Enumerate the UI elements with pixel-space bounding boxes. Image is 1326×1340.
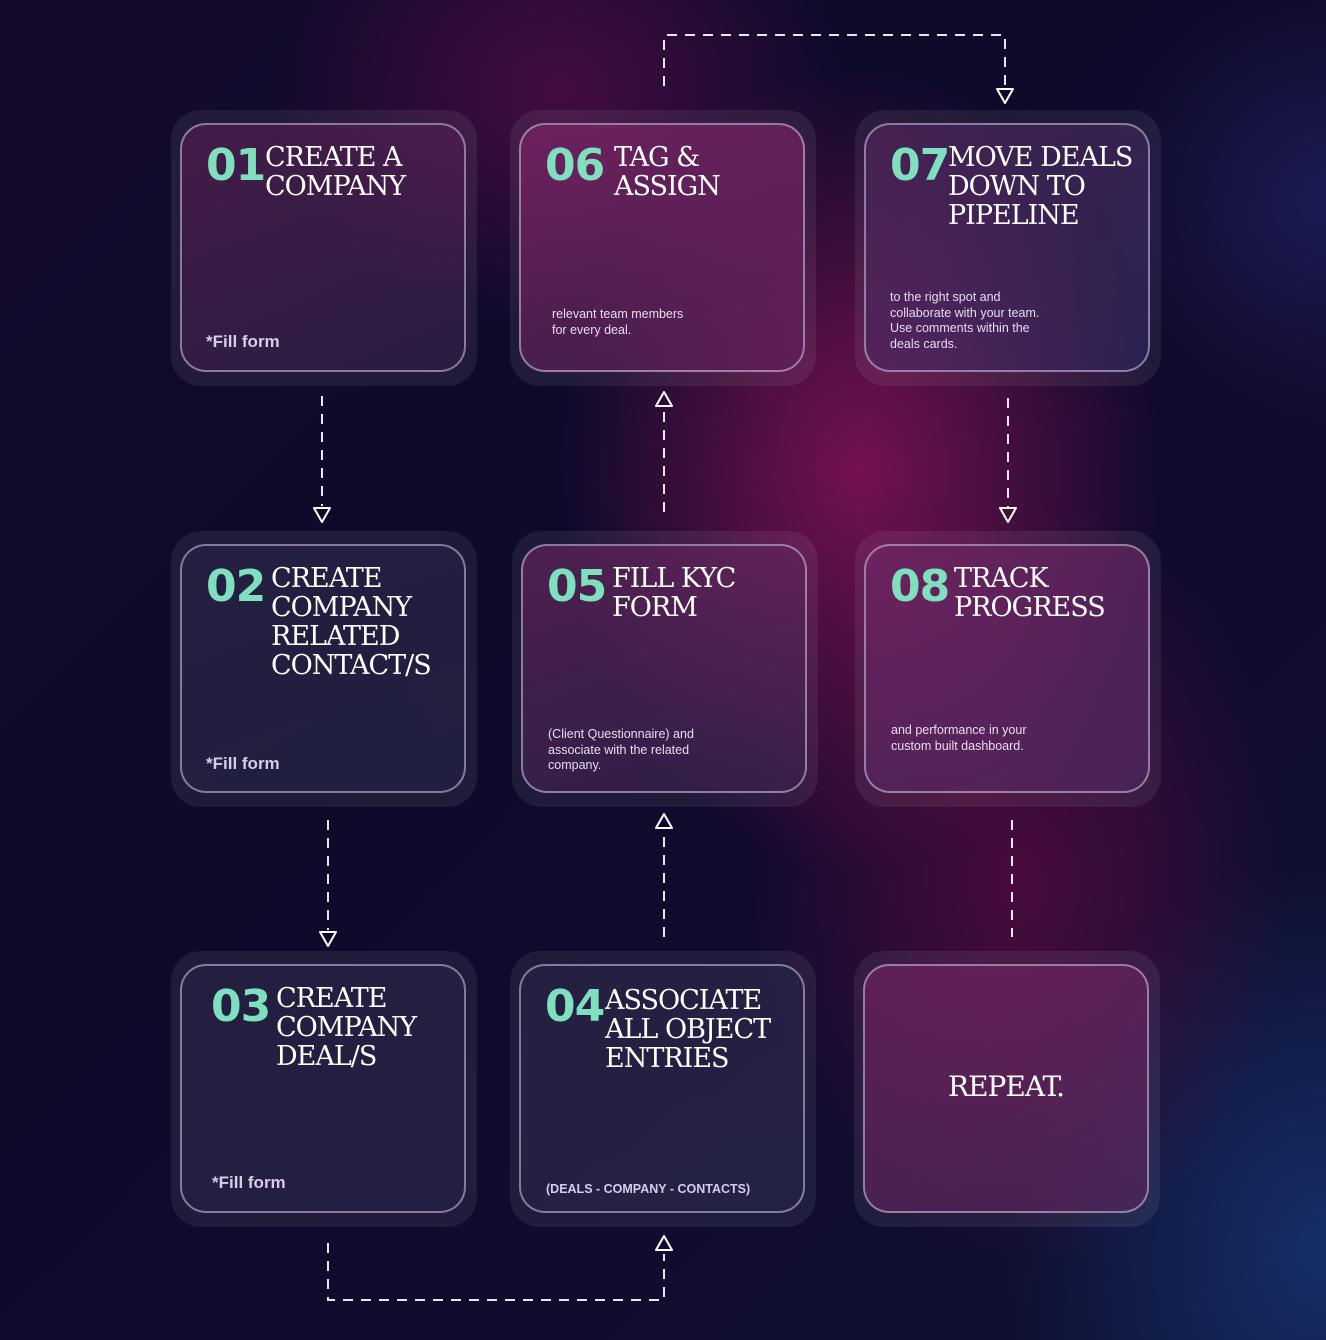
step-note: (DEALS - COMPANY - CONTACTS): [546, 1182, 751, 1196]
arrowhead-into-06: [655, 391, 673, 407]
repeat-card: REPEAT.: [854, 951, 1160, 1227]
step-number: 07: [890, 140, 950, 191]
step-card-08-inner: 08 TRACK PROGRESS and performance in you…: [864, 544, 1150, 793]
step-title: TRACK PROGRESS: [954, 563, 1106, 623]
connector-03-04: [327, 1243, 665, 1301]
step-card-04: 04 ASSOCIATE ALL OBJECT ENTRIES (DEALS -…: [510, 951, 816, 1227]
step-card-06-inner: 06 TAG & ASSIGN relevant team members fo…: [519, 123, 805, 372]
step-title: CREATE A COMPANY: [265, 142, 406, 202]
step-description: to the right spot and collaborate with y…: [890, 290, 1040, 351]
step-card-08: 08 TRACK PROGRESS and performance in you…: [855, 531, 1161, 807]
step-card-03-inner: 03 CREATE COMPANY DEAL/S *Fill form: [180, 964, 466, 1213]
step-note: *Fill form: [212, 1173, 286, 1192]
step-card-07-inner: 07 MOVE DEALS DOWN TO PIPELINE to the ri…: [864, 123, 1150, 372]
arrowhead-into-08: [999, 507, 1017, 523]
step-card-02-inner: 02 CREATE COMPANY RELATED CONTACT/S *Fil…: [180, 544, 466, 793]
step-number: 04: [545, 981, 605, 1032]
step-note: *Fill form: [206, 754, 280, 773]
step-card-01: 01 CREATE A COMPANY *Fill form: [171, 110, 477, 386]
step-card-06: 06 TAG & ASSIGN relevant team members fo…: [510, 110, 816, 386]
arrowhead-into-07: [996, 88, 1014, 104]
step-number: 08: [890, 561, 950, 612]
step-number: 03: [211, 981, 271, 1032]
step-title: TAG & ASSIGN: [614, 142, 721, 202]
step-number: 01: [206, 140, 266, 191]
step-description: and performance in your custom built das…: [891, 723, 1027, 753]
step-card-02: 02 CREATE COMPANY RELATED CONTACT/S *Fil…: [171, 531, 477, 807]
step-card-04-inner: 04 ASSOCIATE ALL OBJECT ENTRIES (DEALS -…: [519, 964, 805, 1213]
step-title: CREATE COMPANY RELATED CONTACT/S: [271, 563, 432, 681]
arrowhead-into-02: [313, 507, 331, 523]
connector-06-07: [663, 34, 1006, 88]
arrowhead-into-04: [655, 1235, 673, 1251]
step-card-01-inner: 01 CREATE A COMPANY *Fill form: [180, 123, 466, 372]
step-number: 02: [206, 561, 266, 612]
step-description: (Client Questionnaire) and associate wit…: [548, 727, 694, 772]
step-card-07: 07 MOVE DEALS DOWN TO PIPELINE to the ri…: [855, 110, 1161, 386]
step-title: ASSOCIATE ALL OBJECT ENTRIES: [605, 985, 771, 1074]
step-title: CREATE COMPANY DEAL/S: [276, 983, 417, 1072]
arrowhead-into-03: [319, 931, 337, 947]
step-card-05: 05 FILL KYC FORM (Client Questionnaire) …: [512, 531, 818, 807]
step-note: *Fill form: [206, 332, 280, 351]
step-card-05-inner: 05 FILL KYC FORM (Client Questionnaire) …: [521, 544, 807, 793]
step-number: 06: [545, 140, 605, 191]
step-card-03: 03 CREATE COMPANY DEAL/S *Fill form: [171, 951, 477, 1227]
repeat-label: REPEAT.: [948, 1070, 1065, 1103]
step-title: MOVE DEALS DOWN TO PIPELINE: [948, 142, 1133, 231]
step-title: FILL KYC FORM: [612, 563, 736, 623]
repeat-card-inner: REPEAT.: [863, 964, 1149, 1213]
step-number: 05: [547, 561, 607, 612]
step-description: relevant team members for every deal.: [552, 307, 684, 337]
arrowhead-into-05: [655, 813, 673, 829]
